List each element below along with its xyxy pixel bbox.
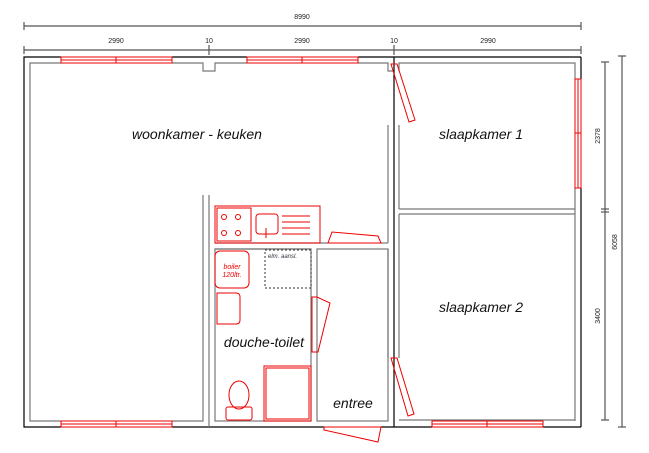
doors [311,63,416,443]
sink-icon [255,213,279,235]
right-dimensions: 2378 3400 6058 [595,55,626,428]
dim-seg-2: 10 [205,38,213,45]
boiler-label: boiler [223,264,241,271]
boiler-capacity: 120ltr. [222,272,241,279]
dim-seg-1: 2990 [108,38,124,45]
dim-right-lower: 3400 [595,308,602,324]
stove-icon [216,207,252,242]
toilet-icon [228,380,250,410]
dim-total-depth: 6058 [612,234,619,250]
boiler-icon [214,250,250,289]
dim-seg-5: 2990 [480,38,496,45]
electrical-label: elm. aansl. [268,254,297,260]
room-label-living: woonkamer - keuken [132,126,262,142]
room-label-bedroom2: slaapkamer 2 [439,299,523,315]
room-label-entrance: entree [333,395,373,411]
dim-seg-4: 10 [390,38,398,45]
interior-walls [208,125,575,427]
washbasin-icon [216,292,241,325]
shower-tray-icon [263,365,312,422]
dim-seg-3: 2990 [294,38,310,45]
windows [60,56,582,428]
top-dimension-segments: 2990 10 2990 10 2990 [23,38,582,55]
kitchen-counter [214,205,321,244]
electrical-connection [264,249,312,289]
outer-walls [23,56,582,428]
room-label-bedroom1: slaapkamer 1 [439,126,523,142]
dim-total-width: 8990 [294,14,310,21]
dim-right-upper: 2378 [595,128,602,144]
room-label-bathroom: douche-toilet [224,334,305,350]
bathroom-fixtures: boiler 120ltr. elm. aansl. [214,249,312,422]
top-dimension-total: 8990 [23,14,582,30]
